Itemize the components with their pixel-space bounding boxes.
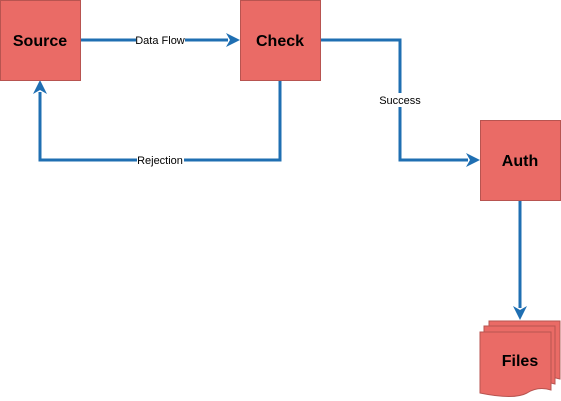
edge-label-rejection: Rejection xyxy=(137,153,184,167)
arrowhead-icon xyxy=(513,306,527,320)
edge-label-text: Success xyxy=(379,95,421,107)
node-files[interactable]: Files xyxy=(479,320,561,397)
arrowhead-icon xyxy=(466,153,480,167)
node-source[interactable]: Source xyxy=(0,0,81,81)
node-check[interactable]: Check xyxy=(240,0,321,81)
edge-label-text: Rejection xyxy=(137,155,183,167)
arrowhead-icon xyxy=(226,33,240,47)
edge-label-success: Success xyxy=(378,93,422,107)
node-auth[interactable]: Auth xyxy=(480,120,561,201)
edge-auth-files xyxy=(513,200,527,320)
edge-rejection xyxy=(33,80,282,162)
document-front-icon xyxy=(479,331,552,397)
edge-label-data-flow: Data Flow xyxy=(135,33,185,47)
node-label: Check xyxy=(256,33,304,50)
node-label: Auth xyxy=(502,153,538,170)
node-label: Files xyxy=(502,353,539,370)
node-label: Source xyxy=(13,33,67,50)
edge-label-text: Data Flow xyxy=(135,35,185,47)
arrowhead-icon xyxy=(33,80,47,94)
